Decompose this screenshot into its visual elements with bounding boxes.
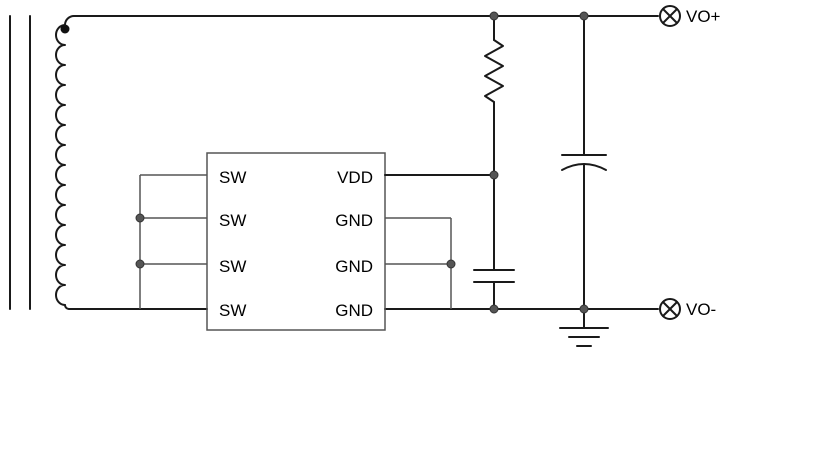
transformer-core	[9, 15, 31, 310]
sw-pin-bus	[135, 174, 207, 309]
ic-pin-label-sw-4: SW	[219, 301, 246, 320]
ic-pin-label-gnd-1: GND	[335, 211, 373, 230]
junction-node	[489, 11, 499, 21]
output-terminal-positive: VO+	[659, 5, 721, 27]
junction-node	[579, 11, 589, 21]
output-capacitor	[561, 15, 607, 310]
output-terminal-negative: VO-	[659, 298, 716, 320]
ic-pin-label-sw-3: SW	[219, 257, 246, 276]
ic-pin-label-gnd-2: GND	[335, 257, 373, 276]
ic-pin-label-vdd: VDD	[337, 168, 373, 187]
ic-chip: SW SW SW SW VDD GND GND GND	[206, 152, 386, 331]
ic-pin-label-sw-1: SW	[219, 168, 246, 187]
ic-pin-label-gnd-3: GND	[335, 301, 373, 320]
ic-pin-label-sw-2: SW	[219, 211, 246, 230]
resistor	[484, 15, 504, 176]
junction-node	[135, 213, 145, 223]
terminal-label-positive: VO+	[686, 7, 721, 26]
junction-node	[579, 304, 589, 314]
vdd-capacitor	[473, 174, 515, 310]
junction-node	[446, 259, 456, 269]
junction-node	[135, 259, 145, 269]
junction-nodes	[489, 11, 589, 314]
junction-node	[489, 304, 499, 314]
terminal-label-negative: VO-	[686, 300, 716, 319]
junction-node	[489, 170, 499, 180]
ground-symbol	[559, 308, 609, 347]
winding-polarity-dot	[60, 24, 70, 34]
transformer-winding	[55, 15, 75, 310]
gnd-pin-bus	[385, 217, 456, 309]
